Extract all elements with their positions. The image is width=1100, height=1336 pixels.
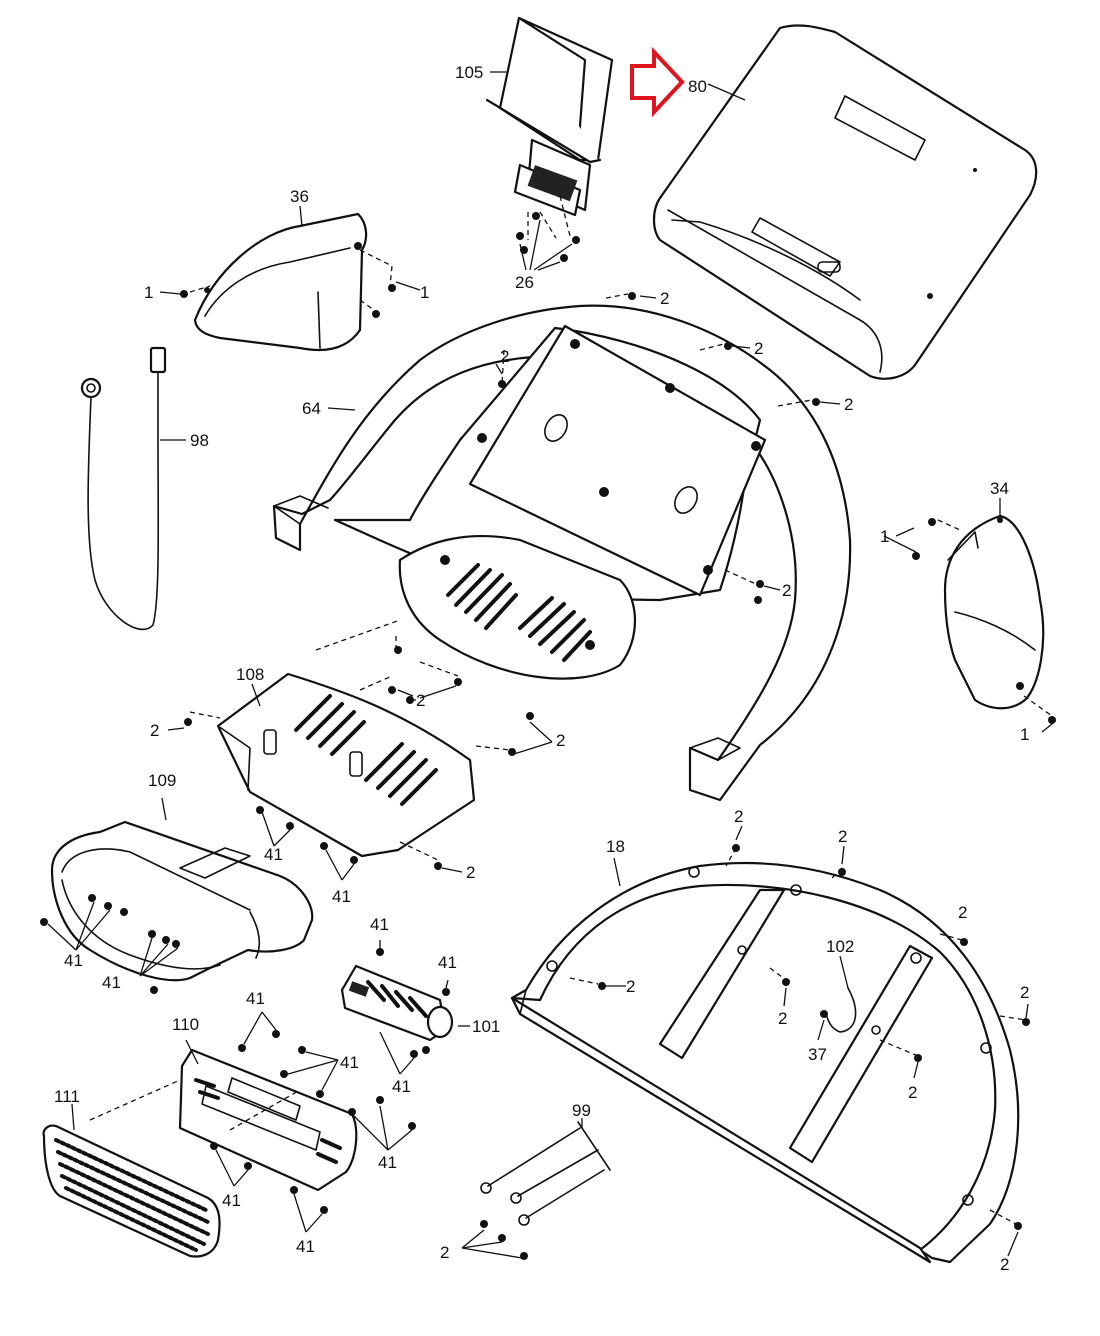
callout-111: 111 <box>54 1087 80 1106</box>
callout-1: 1 <box>144 283 153 302</box>
part-109-motor-hood <box>50 820 314 982</box>
callout-2: 2 <box>782 581 791 600</box>
callout-41: 41 <box>222 1191 241 1210</box>
part-108-lower-shroud <box>216 672 476 858</box>
callout-41: 41 <box>332 887 351 906</box>
callout-99: 99 <box>572 1101 591 1120</box>
callout-41: 41 <box>246 989 265 1008</box>
callout-41: 41 <box>296 1237 315 1256</box>
callout-2: 2 <box>908 1083 917 1102</box>
callout-2: 2 <box>626 977 635 996</box>
callout-41: 41 <box>370 915 389 934</box>
callout-18: 18 <box>606 837 625 856</box>
callout-34: 34 <box>990 479 1009 498</box>
callout-2: 2 <box>466 863 475 882</box>
callout-2: 2 <box>1020 983 1029 1002</box>
part-64-upright-frame <box>272 304 852 802</box>
callout-41: 41 <box>102 973 121 992</box>
callout-2: 2 <box>844 395 853 414</box>
callout-2: 2 <box>660 289 669 308</box>
callout-41: 41 <box>64 951 83 970</box>
part-80-console-hood <box>652 24 1038 380</box>
part-18-base-frame <box>510 861 1020 1264</box>
callout-108: 108 <box>236 665 264 684</box>
callout-2: 2 <box>150 721 159 740</box>
callout-2: 2 <box>416 691 425 710</box>
callout-2: 2 <box>556 731 565 750</box>
part-99-wire-set <box>480 1121 611 1226</box>
callout-2: 2 <box>778 1009 787 1028</box>
part-111-grille <box>42 1124 221 1258</box>
part-98-cable <box>80 346 167 631</box>
callout-1: 1 <box>420 283 429 302</box>
fasteners <box>40 195 1056 1260</box>
part-34-right-storage-tray <box>943 514 1045 710</box>
callout-36: 36 <box>290 187 309 206</box>
callout-41: 41 <box>264 845 283 864</box>
callout-2: 2 <box>440 1243 449 1262</box>
callout-2: 2 <box>838 827 847 846</box>
callout-109: 109 <box>148 771 176 790</box>
callout-2: 2 <box>734 807 743 826</box>
callout-2: 2 <box>500 347 509 366</box>
callout-1: 1 <box>1020 725 1029 744</box>
callout-2: 2 <box>958 903 967 922</box>
leader-lines <box>47 71 1053 1259</box>
callout-41: 41 <box>438 953 457 972</box>
callout-64: 64 <box>302 399 321 418</box>
callout-41: 41 <box>340 1053 359 1072</box>
callout-80: 80 <box>688 77 707 96</box>
part-36-left-storage-tray <box>193 212 368 352</box>
part-105-tablet-holder <box>485 16 614 217</box>
callout-98: 98 <box>190 431 209 450</box>
callout-41: 41 <box>392 1077 411 1096</box>
callout-41: 41 <box>378 1153 397 1172</box>
callout-105: 105 <box>455 63 483 82</box>
callout-101: 101 <box>472 1017 500 1036</box>
callout-110: 110 <box>172 1015 199 1034</box>
callout-2: 2 <box>1000 1255 1009 1274</box>
callout-102: 102 <box>826 937 854 956</box>
callout-26: 26 <box>515 273 534 292</box>
part-101-motor <box>340 964 454 1042</box>
part-102-sensor-wire <box>820 987 857 1033</box>
callout-37: 37 <box>808 1045 827 1064</box>
callout-1: 1 <box>880 527 889 546</box>
callout-2: 2 <box>754 339 763 358</box>
red-outline-arrow-icon <box>630 46 685 118</box>
callout-labels: 105 80 36 1 1 26 2 2 2 2 64 98 34 1 2 10… <box>54 63 1029 1274</box>
part-110-bracket-plate <box>178 1048 358 1192</box>
